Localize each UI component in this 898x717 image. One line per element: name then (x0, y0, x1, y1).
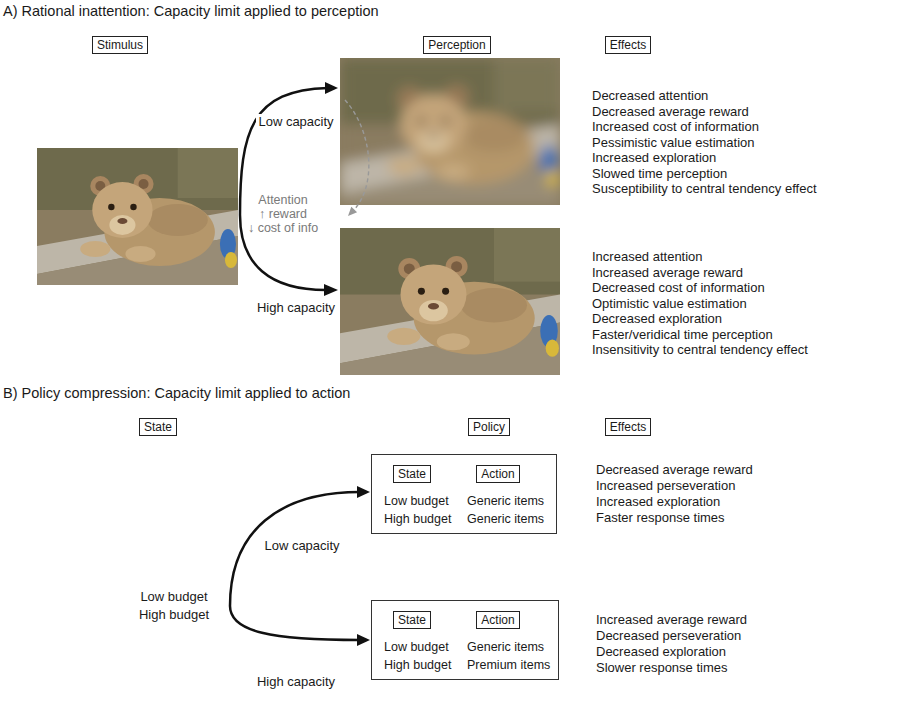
arrow-curve (230, 606, 360, 640)
arrow-curve (240, 215, 326, 290)
annotation: ↑ reward (259, 207, 307, 222)
effect-item: Increased average reward (592, 265, 743, 281)
policy-entry: Low budget (384, 640, 449, 655)
header-box: State (393, 611, 431, 629)
header-text: Effects (610, 420, 646, 434)
annotation: ↓ cost of info (248, 221, 318, 236)
annotation: Attention (258, 193, 307, 208)
policy-entry: High budget (384, 512, 451, 527)
effect-item: Increased average reward (596, 612, 747, 628)
effect-item: Decreased exploration (592, 311, 722, 327)
effect-item: Decreased average reward (592, 104, 749, 120)
effect-item: Optimistic value estimation (592, 296, 747, 312)
effect-item: Increased exploration (596, 494, 720, 510)
policy-box: Low budget Generic itemsHigh budget Premiu… (371, 600, 559, 680)
header-text: Stimulus (97, 38, 143, 52)
policy-entry: Generic items (467, 512, 544, 527)
header-text: State (144, 420, 172, 434)
effect-item: Increased attention (592, 249, 703, 265)
policy-entry: High budget (384, 658, 451, 673)
effect-item: Decreased attention (592, 88, 708, 104)
arrowhead (348, 207, 357, 216)
effect-item: Susceptibility to central tendency effec… (592, 181, 817, 197)
policy-entry: Generic items (467, 640, 544, 655)
policy-entry: Low budget (384, 494, 449, 509)
effect-item: Increased exploration (592, 150, 716, 166)
header-text: Perception (428, 38, 485, 52)
arrowhead (357, 486, 370, 498)
state-label: Low budget (140, 589, 207, 605)
state-label: High budget (139, 607, 209, 623)
effect-item: Decreased cost of information (592, 280, 765, 296)
effect-item: Increased cost of information (592, 119, 759, 135)
header-box: Action (476, 465, 519, 483)
header-box: Policy (468, 418, 510, 436)
header-box: Action (476, 611, 519, 629)
header-box: Perception (423, 36, 490, 54)
effect-item: Decreased average reward (596, 462, 753, 478)
arrow-label: Low capacity (262, 538, 341, 554)
lion-cub-photo (37, 148, 238, 285)
arrowhead (325, 82, 338, 94)
header-text: Action (481, 467, 514, 481)
blurred-lion-cub-photo (340, 58, 560, 205)
header-box: State (393, 465, 431, 483)
effect-item: Insensitivity to central tendency effect (592, 342, 808, 358)
arrow-label: High capacity (255, 674, 337, 690)
header-box: Stimulus (92, 36, 148, 54)
panel-title: B) Policy compression: Capacity limit ap… (3, 385, 350, 402)
effect-item: Slowed time perception (592, 166, 727, 182)
arrowhead (324, 284, 338, 296)
capacity-arrows (230, 88, 360, 640)
arrow-curve (240, 88, 328, 215)
effect-item: Slower response times (596, 660, 728, 676)
effect-item: Decreased exploration (596, 644, 726, 660)
arrowheads (324, 82, 370, 646)
arrow-curve (230, 492, 360, 606)
effect-item: Decreased perseveration (596, 628, 741, 644)
dashed-arrow (345, 100, 369, 211)
arrowhead (357, 634, 370, 646)
arrow-label: High capacity (255, 300, 337, 316)
header-box: Effects (605, 418, 651, 436)
header-text: Action (481, 613, 514, 627)
header-text: Policy (473, 420, 505, 434)
header-box: Effects (605, 36, 651, 54)
effect-item: Increased perseveration (596, 478, 735, 494)
header-text: Effects (610, 38, 646, 52)
policy-entry: Premium items (467, 658, 550, 673)
clear-lion-cub-photo (340, 228, 560, 375)
policy-entry: Generic items (467, 494, 544, 509)
effect-item: Faster response times (596, 510, 725, 526)
header-box: State (139, 418, 177, 436)
policy-box: Low budgetGeneric itemsHigh budgetGeneri… (371, 454, 557, 534)
header-text: State (398, 613, 426, 627)
effect-item: Faster/veridical time perception (592, 327, 773, 343)
header-text: State (398, 467, 426, 481)
effect-item: Pessimistic value estimation (592, 135, 755, 151)
arrow-label: Low capacity (256, 114, 335, 130)
panel-title: A) Rational inattention: Capacity limit … (3, 3, 379, 20)
